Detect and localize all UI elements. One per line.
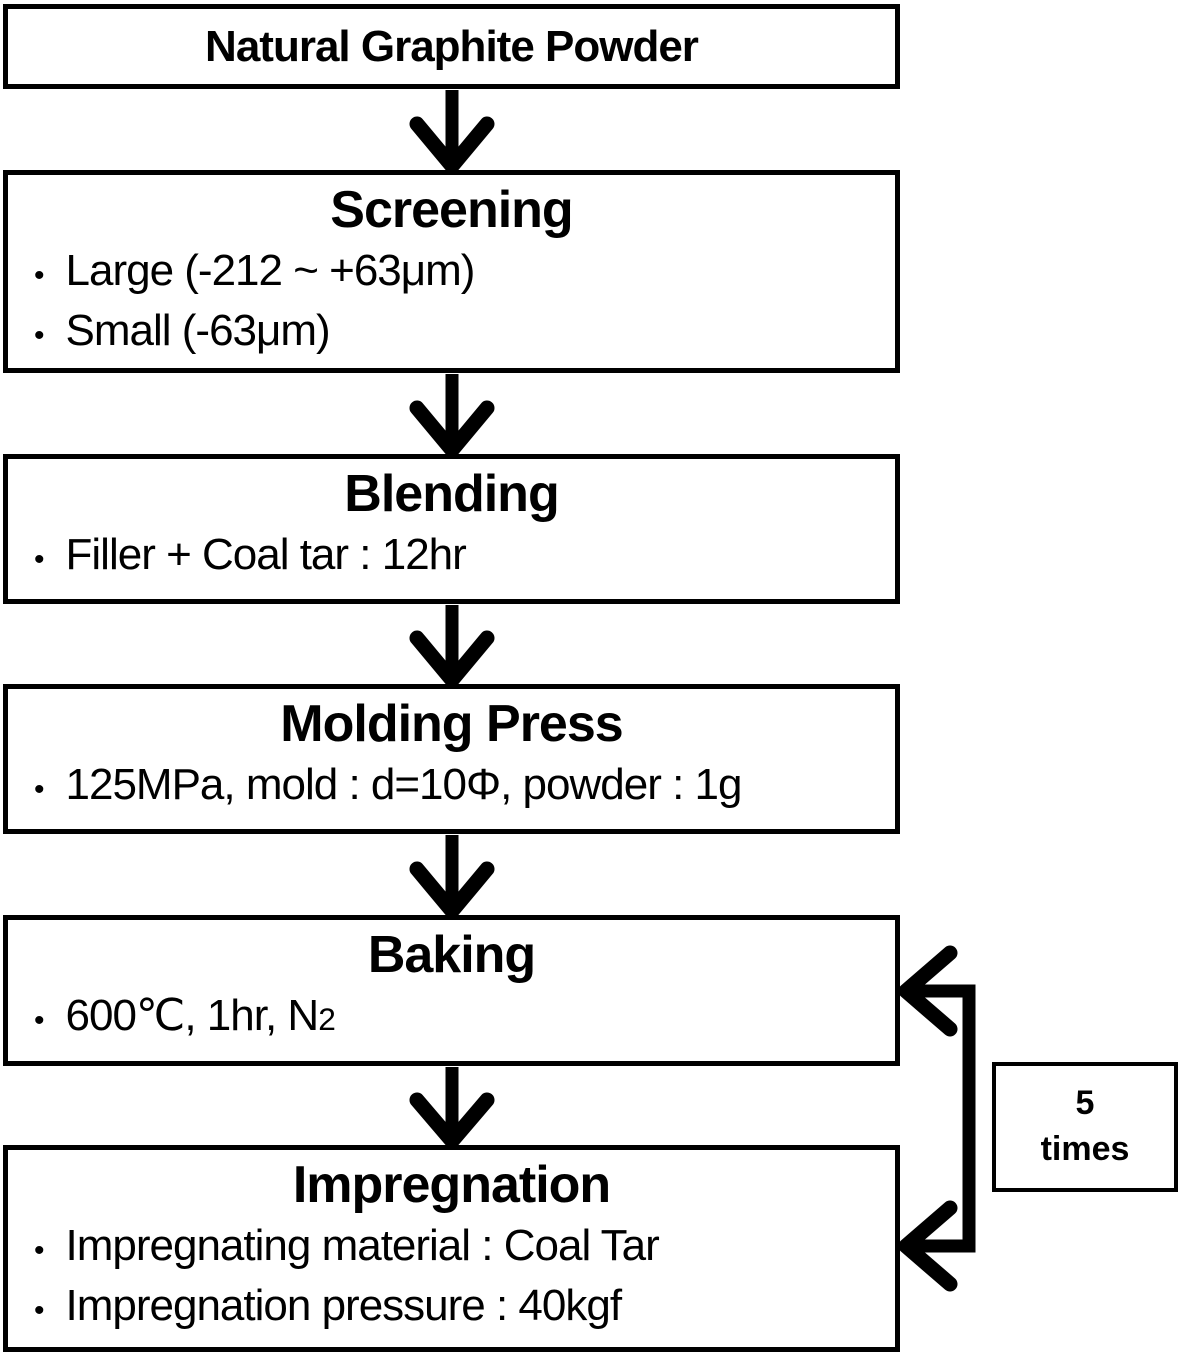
bullet-item: • Small (-63μm) [34,303,887,363]
step-box-blending: Blending • Filler + Coal tar : 12hr [3,454,900,604]
down-arrow-icon [409,605,495,688]
step-box-baking: Baking • 600℃, 1hr, N2 [3,915,900,1066]
source-box-title: Natural Graphite Powder [205,21,699,71]
step-box-impregnation: Impregnation • Impregnating material : C… [3,1145,900,1352]
bullet-item: • Impregnating material : Coal Tar [34,1218,887,1278]
bullet-marker: • [34,259,44,293]
bullet-marker: • [34,1294,44,1328]
bullet-item: • Large (-212 ~ +63μm) [34,243,887,303]
down-arrow-icon [409,90,495,174]
step-box-screening: Screening • Large (-212 ~ +63μm) • Small… [3,170,900,373]
bullet-item: • 125MPa, mold : d=10Φ, powder : 1g [34,757,887,817]
bullet-text: Impregnating material : Coal Tar [65,1221,660,1271]
loop-count-box: 5 times [992,1062,1178,1192]
down-arrow-icon [409,835,495,919]
down-arrow-icon [409,1067,495,1149]
step-title: Baking [367,926,536,984]
bullet-marker: • [34,319,44,353]
bullet-marker: • [34,543,44,577]
bullet-marker: • [34,1234,44,1268]
step-title: Blending [344,465,559,523]
step-bullets: • 600℃, 1hr, N2 [8,985,895,1048]
bullet-marker: • [34,773,44,807]
step-bullets: • Impregnating material : Coal Tar • Imp… [8,1215,895,1338]
step-bullets: • Large (-212 ~ +63μm) • Small (-63μm) [8,240,895,363]
bullet-text-main: 600℃, 1hr, N [65,991,320,1041]
loop-count-number: 5 [1075,1084,1095,1123]
bullet-marker: • [34,1004,44,1038]
step-box-molding-press: Molding Press • 125MPa, mold : d=10Φ, po… [3,684,900,834]
down-arrow-icon [409,374,495,458]
bullet-text: Impregnation pressure : 40kgf [65,1281,623,1331]
step-title: Molding Press [280,695,623,753]
step-bullets: • 125MPa, mold : d=10Φ, powder : 1g [8,754,895,817]
loop-arrow-icon [898,945,976,1292]
bullet-item: • 600℃, 1hr, N2 [34,988,887,1048]
nitrogen-subscript: 2 [318,1001,336,1038]
bullet-text: Small (-63μm) [65,306,331,356]
bullet-item: • Filler + Coal tar : 12hr [34,527,887,587]
bullet-text: Filler + Coal tar : 12hr [65,530,467,580]
loop-count-unit: times [1040,1130,1130,1168]
box-natural-graphite-powder: Natural Graphite Powder [3,4,900,89]
step-bullets: • Filler + Coal tar : 12hr [8,524,895,587]
step-title: Screening [330,181,573,239]
bullet-text: 125MPa, mold : d=10Φ, powder : 1g [65,760,743,810]
bullet-text: Large (-212 ~ +63μm) [65,246,476,296]
bullet-item: • Impregnation pressure : 40kgf [34,1278,887,1338]
step-title: Impregnation [292,1156,611,1214]
bullet-text: 600℃, 1hr, N2 [65,988,336,1047]
